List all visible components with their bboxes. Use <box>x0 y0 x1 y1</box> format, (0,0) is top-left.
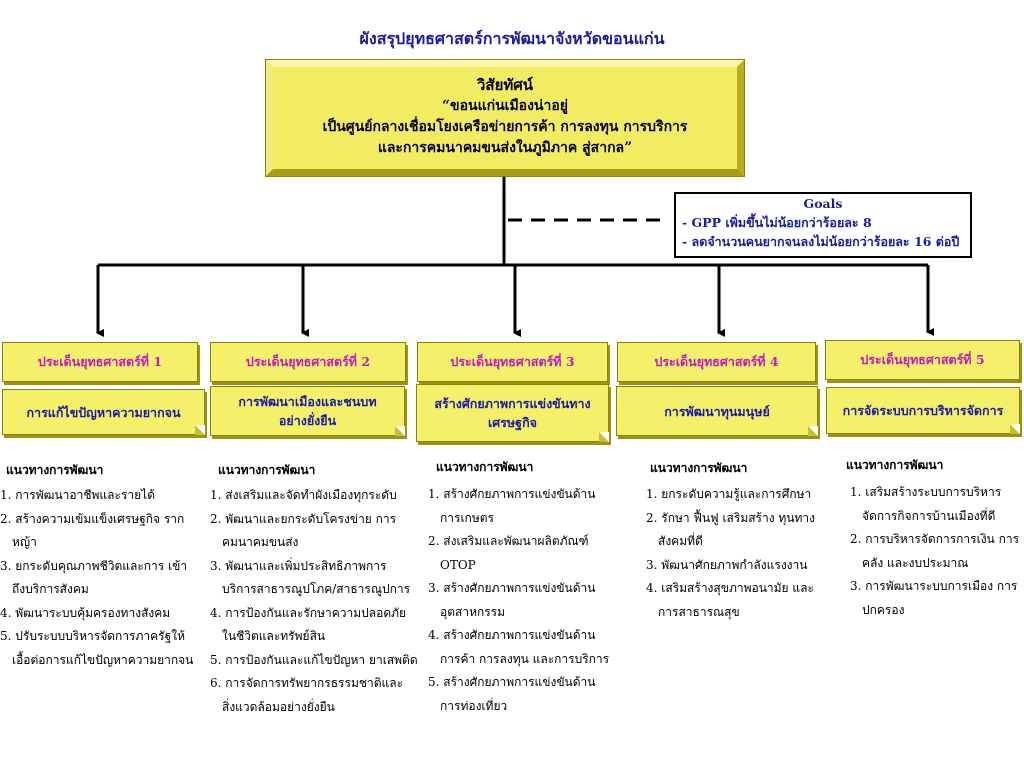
issue-header-2: ประเด็นยุทธศาสตร์ที่ 2 <box>210 342 406 382</box>
issue-name-1: การแก้ไขปัญหาความยากจน <box>2 389 205 435</box>
issue-name-line: การพัฒนาทุนมนุษย์ <box>664 403 770 419</box>
page-title: ผังสรุปยุทธศาสตร์การพัฒนาจังหวัดขอนแก่น <box>359 29 665 48</box>
issue-name-line: สร้างศักยภาพการแข่งขันทาง <box>434 396 591 411</box>
vision-line-2: เป็นศูนย์กลางเชื่อมโยงเครือข่ายการค้า กา… <box>322 119 688 135</box>
list-item: 2. สร้างความเข้มแข็งเศรษฐกิจ รากหญ้า <box>0 511 185 550</box>
issue-header-5: ประเด็นยุทธศาสตร์ที่ 5 <box>825 340 1020 380</box>
approach-label-3: แนวทางการพัฒนา <box>436 460 534 474</box>
list-item: 1. สร้างศักยภาพการแข่งขันด้าน การเกษตร <box>428 487 596 525</box>
list-item: 5. ปรับระบบบริหารจัดการภาครัฐให้ เอื้อต่… <box>0 629 194 667</box>
list-item: 2. ส่งเสริมและพัฒนาผลิตภัณฑ์ OTOP <box>428 534 589 572</box>
issue-header-1: ประเด็นยุทธศาสตร์ที่ 1 <box>2 342 198 382</box>
issue-name-line: อย่างยั่งยืน <box>278 413 337 428</box>
list-item: 4. พัฒนาระบบคุ้มครองทางสังคม <box>0 605 171 620</box>
list-item: 4. การป้องกันและรักษาความปลอดภัย ในชีวิต… <box>210 605 407 644</box>
list-item: 6. การจัดการทรัพยากรธรรมชาติและ สิ่งแวดล… <box>210 676 404 714</box>
list-item: 2. พัฒนาและยกระดับโครงข่าย การคมนาคมขนส่… <box>210 511 397 550</box>
approach-list-3: 1. สร้างศักยภาพการแข่งขันด้าน การเกษตร 2… <box>428 483 618 718</box>
vision-line-3: และการคมนาคมขนส่งในภูมิภาค สู่สากล” <box>377 140 633 156</box>
vision-line-1: “ขอนแก่นเมืองน่าอยู่ <box>442 98 568 114</box>
approach-list-2: 1. ส่งเสริมและจัดทำผังเมืองทุกระดับ 2. พ… <box>210 484 418 719</box>
list-item: 3. พัฒนาและเพิ่มประสิทธิภาพการ บริการสาธ… <box>210 558 411 597</box>
issue-name-5: การจัดระบบการบริหารจัดการ <box>826 387 1020 434</box>
goal-item: - GPP เพิ่มขึ้นไม่น้อยกว่าร้อยละ 8 <box>682 215 872 230</box>
issue-name-line: การพัฒนาเมืองและชนบท <box>238 394 377 409</box>
issue-name-3: สร้างศักยภาพการแข่งขันทาง เศรษฐกิจ <box>416 384 609 442</box>
list-item: 5. การป้องกันและแก้ไขปัญหา ยาเสพติด <box>210 652 418 667</box>
list-item: 1. การพัฒนาอาชีพและรายได้ <box>0 488 155 502</box>
list-item: 1. ส่งเสริมและจัดทำผังเมืองทุกระดับ <box>210 488 397 502</box>
issue-header-3: ประเด็นยุทธศาสตร์ที่ 3 <box>417 342 608 382</box>
vision-box: วิสัยทัศน์ “ขอนแก่นเมืองน่าอยู่ เป็นศูนย… <box>265 59 745 177</box>
list-item: 3. การพัฒนาระบบการเมือง การปกครอง <box>850 579 1018 617</box>
approach-label-5: แนวทางการพัฒนา <box>846 458 944 472</box>
list-item: 1. เสริมสร้างระบบการบริหาร จัดการกิจการบ… <box>850 485 1002 523</box>
list-item: 3. สร้างศักยภาพการแข่งขันด้าน อุตสาหกรรม <box>428 581 596 619</box>
list-item: 2. การบริหารจัดการการเงิน การคลัง และงบป… <box>850 532 1020 570</box>
goals-heading: Goals <box>803 196 843 211</box>
issue-name-2: การพัฒนาเมืองและชนบท อย่างยั่งยืน <box>210 386 405 436</box>
approach-list-4: 1. ยกระดับความรู้และการศึกษา 2. รักษา ฟื… <box>646 483 824 624</box>
goal-item: - ลดจำนวนคนยากจนลงไม่น้อยกว่าร้อยละ 16 ต… <box>682 234 960 249</box>
list-item: 3. ยกระดับคุณภาพชีวิตและการ เข้าถึงบริกา… <box>0 558 188 597</box>
list-item: 2. รักษา ฟื้นฟู เสริมสร้าง ทุนทางสังคมที… <box>646 510 816 549</box>
list-item: 1. ยกระดับความรู้และการศึกษา <box>646 487 812 501</box>
approach-label-1: แนวทางการพัฒนา <box>6 463 104 477</box>
goals-box: Goals - GPP เพิ่มขึ้นไม่น้อยกว่าร้อยละ 8… <box>674 192 972 258</box>
approach-list-5: 1. เสริมสร้างระบบการบริหาร จัดการกิจการบ… <box>850 481 1020 622</box>
vision-heading: วิสัยทัศน์ <box>476 76 534 94</box>
approach-label-4: แนวทางการพัฒนา <box>650 461 748 475</box>
list-item: 4. สร้างศักยภาพการแข่งขันด้าน การค้า การ… <box>428 628 610 666</box>
issue-name-line: การแก้ไขปัญหาความยากจน <box>26 404 181 420</box>
list-item: 4. เสริมสร้างสุขภาพอนามัย และการสาธารณสุ… <box>646 581 814 619</box>
issue-header-4: ประเด็นยุทธศาสตร์ที่ 4 <box>617 342 816 382</box>
list-item: 5. สร้างศักยภาพการแข่งขันด้าน การท่องเที… <box>428 675 596 713</box>
list-item: 3. พัฒนาศักยภาพกำลังแรงงาน <box>646 557 808 572</box>
approach-list-1: 1. การพัฒนาอาชีพและรายได้ 2. สร้างความเข… <box>0 484 200 672</box>
issue-name-4: การพัฒนาทุนมนุษย์ <box>616 386 818 436</box>
approach-label-2: แนวทางการพัฒนา <box>218 463 316 477</box>
issue-name-line: การจัดระบบการบริหารจัดการ <box>842 403 1004 418</box>
issue-name-line: เศรษฐกิจ <box>488 415 537 430</box>
